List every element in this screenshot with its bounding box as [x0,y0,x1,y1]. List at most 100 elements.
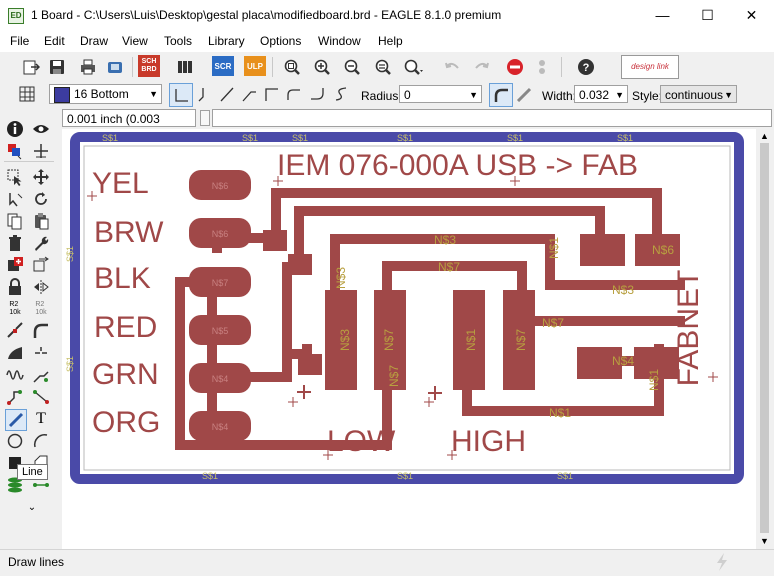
edge-label: S$1 [102,133,118,143]
help-icon[interactable]: ? [575,56,597,78]
vertical-scrollbar[interactable]: ▲ ▼ [756,129,774,549]
menu-help[interactable]: Help [378,34,403,48]
style-select[interactable]: continuous ▼ [660,85,737,103]
chevron-down-icon: ▼ [149,89,158,99]
design-link-button[interactable]: design link [621,55,679,79]
open-icon[interactable] [20,56,42,78]
layer-settings-icon[interactable] [174,56,196,78]
scroll-down-icon[interactable]: ▼ [760,536,769,546]
scroll-thumb[interactable] [760,143,769,533]
mark-icon[interactable] [31,141,51,161]
lightning-icon[interactable] [712,552,732,575]
circle-tool-icon[interactable] [5,431,25,451]
route-icon[interactable] [31,365,51,385]
maximize-button[interactable]: ☐ [701,7,714,23]
replace-icon[interactable] [31,255,51,275]
more-tools-chevron-icon[interactable]: ⌄ [27,501,37,513]
wire-bend-45b-icon[interactable] [238,83,260,105]
meander-icon[interactable] [5,365,25,385]
line-tool-icon[interactable] [5,409,27,431]
edge-label: S$1 [617,133,633,143]
sch-brd-switch-button[interactable]: SCH BRD [138,55,160,77]
command-line-input[interactable] [212,109,772,127]
wire-bend-free-icon[interactable] [330,83,352,105]
fabnet-label: FABNET [672,269,705,387]
stop-icon[interactable] [504,56,526,78]
save-icon[interactable] [46,56,68,78]
optimize-icon[interactable] [31,343,51,363]
copy-icon[interactable] [5,189,25,209]
layer-select-value: 16 Bottom [74,87,129,101]
wire-bend-arc2-icon[interactable] [306,83,328,105]
zoom-in-icon[interactable] [311,56,333,78]
menu-draw[interactable]: Draw [80,34,109,48]
command-history-button[interactable] [200,110,210,126]
wire-bend-arc-icon[interactable] [282,83,304,105]
airwire-icon[interactable] [31,387,51,407]
rotate-icon[interactable] [31,189,51,209]
delete-icon[interactable] [5,233,25,253]
split-icon[interactable] [5,343,25,363]
menu-library[interactable]: Library [208,34,245,48]
net-label: N$7 [542,316,564,330]
paste-icon[interactable] [31,211,51,231]
width-input[interactable]: 0.032 ▼ [574,85,628,103]
radius-input[interactable]: 0 ▼ [399,85,482,103]
wire-bend-45-icon[interactable] [194,83,216,105]
menu-window[interactable]: Window [318,34,361,48]
menu-file[interactable]: File [10,34,30,48]
wire-bend-straight-icon[interactable] [169,83,193,107]
paste-copy-icon[interactable] [5,211,25,231]
connector-pad [189,267,251,297]
grid-icon[interactable] [16,83,38,105]
cam-processor-icon[interactable] [104,56,126,78]
board-canvas[interactable]: S$1 S$1 S$1 S$1 S$1 S$1 S$1 S$1 S$1 S$1 … [62,129,756,549]
signal-icon[interactable] [31,475,51,495]
wire-bend-diagonal-icon[interactable] [216,83,238,105]
lock-icon[interactable] [5,277,25,297]
text-tool-icon[interactable]: T [36,410,46,427]
menu-tools[interactable]: Tools [164,34,193,48]
zoom-redraw-icon[interactable] [372,56,394,78]
svg-text:?: ? [583,62,590,74]
net-label: N$6 [652,243,674,257]
move-icon[interactable] [31,167,51,187]
show-eye-icon[interactable] [31,119,51,139]
print-icon[interactable] [77,56,99,78]
round-end-icon[interactable] [489,83,513,107]
chevron-down-icon: ▼ [615,90,624,100]
menu-view[interactable]: View [122,34,148,48]
zoom-select-icon[interactable] [403,56,425,78]
radius-label: Radius: [361,89,402,103]
add-part-icon[interactable] [5,255,25,275]
go-icon[interactable] [531,56,553,78]
ratsnest-icon[interactable] [5,475,25,495]
smd-pad [288,254,312,275]
ulp-button[interactable]: ULP [244,56,266,76]
scroll-up-icon[interactable]: ▲ [760,131,769,141]
flat-end-icon[interactable] [512,83,534,105]
smash-icon[interactable] [5,321,25,341]
minimize-button[interactable]: — [655,7,670,23]
display-layers-icon[interactable] [5,141,25,161]
ripup-icon[interactable] [5,387,25,407]
info-icon[interactable] [5,119,25,139]
script-button[interactable]: SCR [212,56,234,76]
layer-select[interactable]: 16 Bottom ▼ [49,84,162,104]
menu-edit[interactable]: Edit [44,34,65,48]
redo-icon[interactable] [471,56,493,78]
arc-tool-icon[interactable] [31,431,51,451]
wrench-icon[interactable] [31,233,51,253]
zoom-fit-icon[interactable] [281,56,303,78]
mirror-icon[interactable] [31,277,51,297]
zoom-out-icon[interactable] [341,56,363,78]
menu-options[interactable]: Options [260,34,302,48]
select-icon[interactable] [5,167,25,187]
net-label: N$3 [612,283,634,297]
undo-icon[interactable] [441,56,463,78]
miter-icon[interactable] [31,321,51,341]
wire-bend-90-icon[interactable] [260,83,282,105]
close-button[interactable]: ✕ [745,7,758,23]
